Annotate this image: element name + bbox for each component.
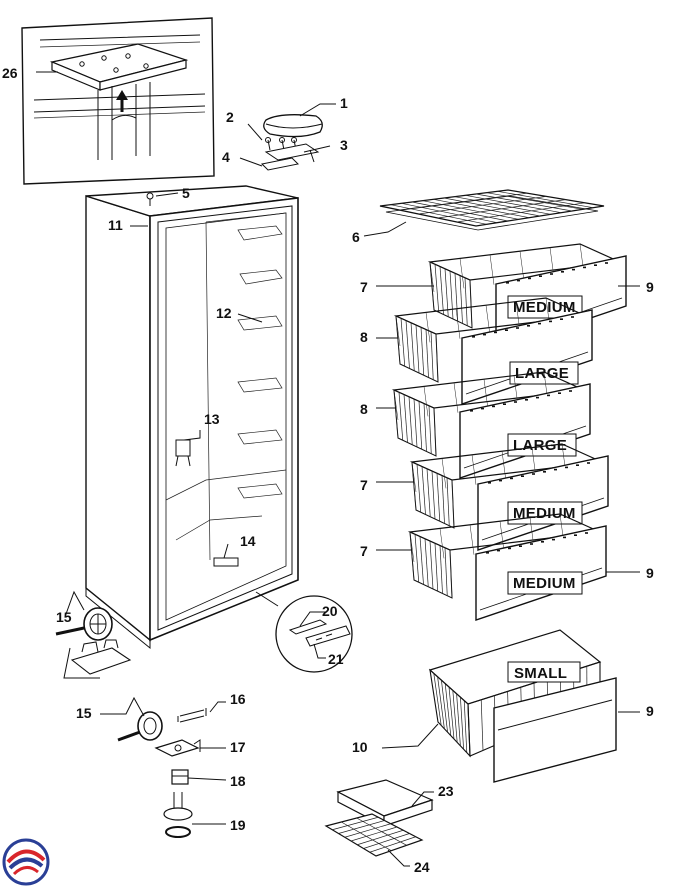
callout-11: 11 xyxy=(108,217,123,233)
callout-13: 13 xyxy=(204,411,220,427)
wire-shelf xyxy=(363,189,605,237)
ice-tray-parts xyxy=(324,779,434,867)
callout-4: 4 xyxy=(222,149,230,165)
callout-10: 10 xyxy=(352,739,368,755)
small-basket: SMALL xyxy=(381,629,640,783)
callout-6: 6 xyxy=(352,229,360,245)
callout-5: 5 xyxy=(182,185,190,201)
callout-8b: 8 xyxy=(360,401,368,417)
callout-21: 21 xyxy=(328,651,344,667)
callout-24: 24 xyxy=(414,859,430,875)
callout-8a: 8 xyxy=(360,329,368,345)
foot-parts xyxy=(55,590,227,838)
callout-7a: 7 xyxy=(360,279,368,295)
drawer-large-2: LARGE xyxy=(376,371,591,479)
callout-26: 26 xyxy=(2,65,18,81)
callout-19: 19 xyxy=(230,817,246,833)
freezer-cabinet xyxy=(85,185,299,650)
callout-3: 3 xyxy=(340,137,348,153)
drawer-stack: MEDIUM LARGE LARGE MEDIUM MEDIUM xyxy=(376,243,640,621)
callout-9c: 9 xyxy=(646,703,654,719)
screw-5 xyxy=(146,192,179,206)
callout-12: 12 xyxy=(216,305,232,321)
callout-14: 14 xyxy=(240,533,256,549)
callout-16: 16 xyxy=(230,691,246,707)
drawer-label: MEDIUM xyxy=(513,575,576,592)
brand-logo-icon xyxy=(2,838,50,886)
drawer-label: LARGE xyxy=(515,365,569,382)
callout-9a: 9 xyxy=(646,279,654,295)
drawer-medium-2: MEDIUM xyxy=(376,443,609,551)
callout-18: 18 xyxy=(230,773,246,789)
callout-23: 23 xyxy=(438,783,454,799)
drawer-label: MEDIUM xyxy=(513,505,576,522)
drawer-label: LARGE xyxy=(513,437,567,454)
callout-15a: 15 xyxy=(56,609,72,625)
callout-15b: 15 xyxy=(76,705,92,721)
drawer-medium-3: MEDIUM xyxy=(376,513,607,621)
callout-7b: 7 xyxy=(360,477,368,493)
callout-20: 20 xyxy=(322,603,338,619)
inset-hinge-detail: 26 xyxy=(2,17,215,185)
callout-9b: 9 xyxy=(646,565,654,581)
callout-1: 1 xyxy=(340,95,348,111)
hinge-cover-parts xyxy=(239,103,336,171)
detail-zoom-circle xyxy=(255,591,353,673)
callout-2: 2 xyxy=(226,109,234,125)
drawer-label-small: SMALL xyxy=(514,665,567,682)
callout-7c: 7 xyxy=(360,543,368,559)
drawer-label: MEDIUM xyxy=(513,299,576,316)
callout-17: 17 xyxy=(230,739,246,755)
